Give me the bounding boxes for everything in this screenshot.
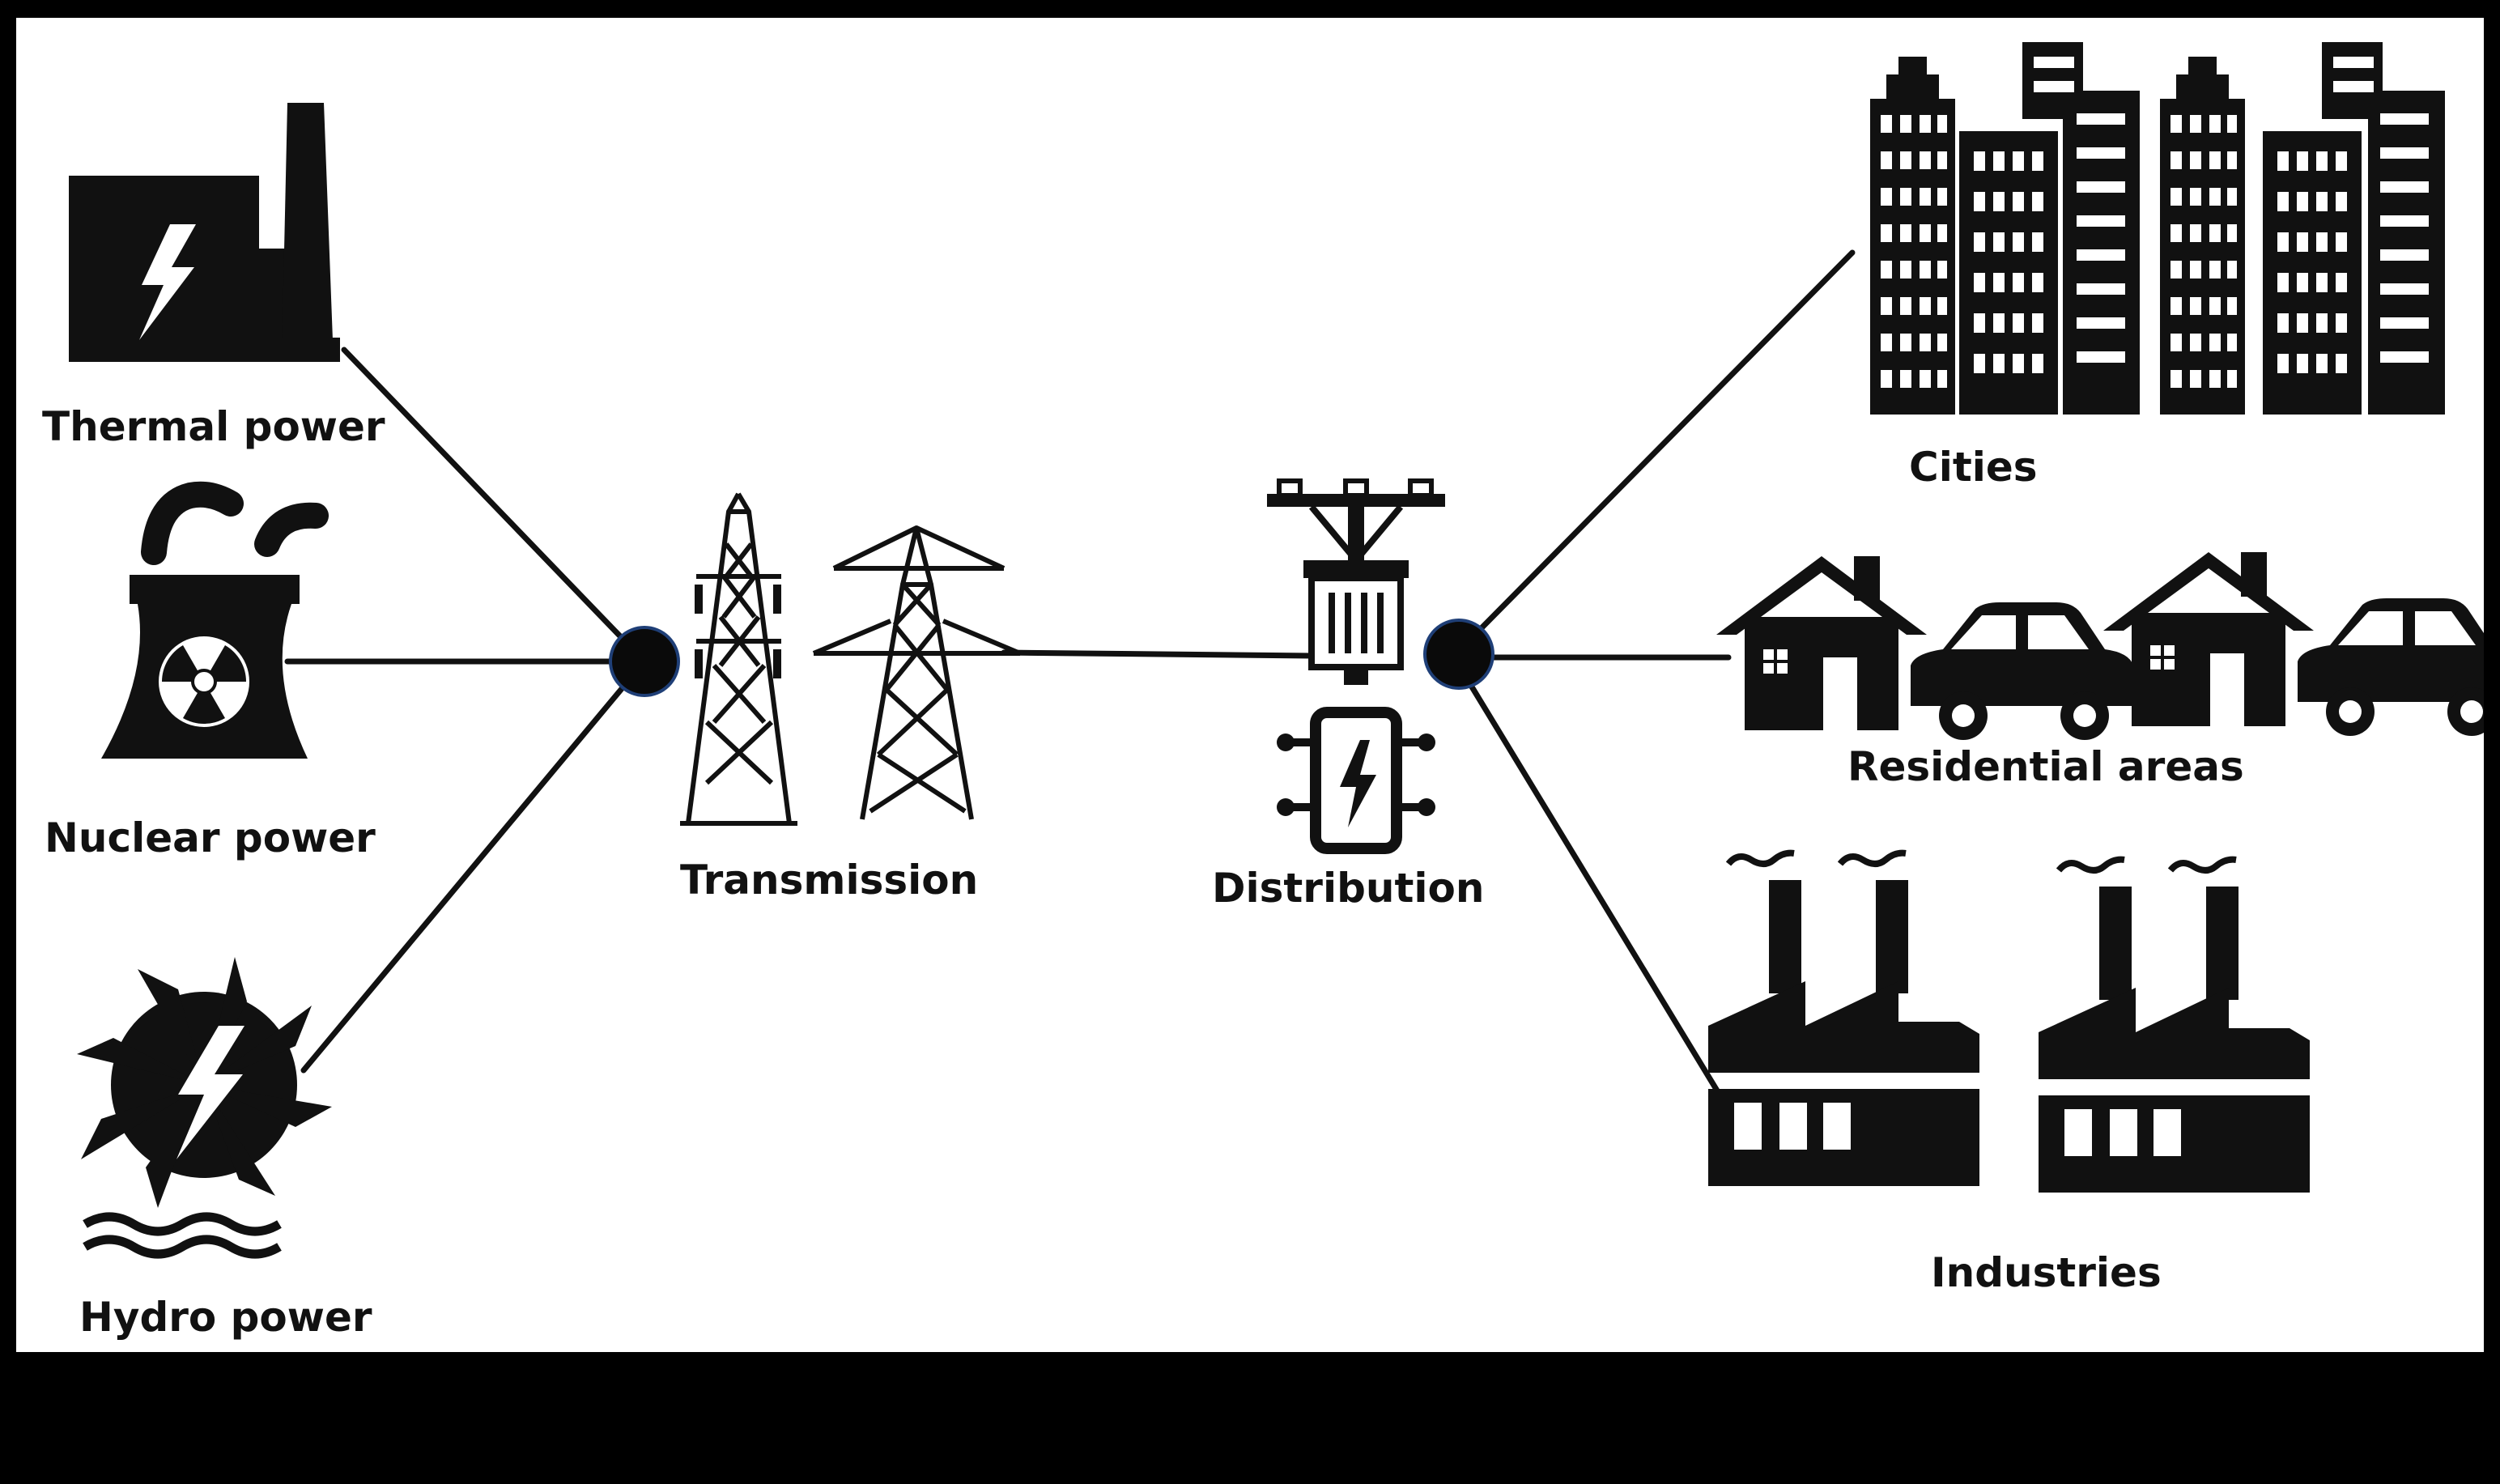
city-buildings-icon <box>1870 42 2445 415</box>
nuclear-power-label: Nuclear power <box>45 814 376 861</box>
transmission-to-distribution-line <box>1001 649 1315 659</box>
thermal-power-plant-icon <box>69 103 340 362</box>
distribution-transformer-icon <box>1267 478 1445 854</box>
nuclear-cooling-tower-icon <box>101 481 329 759</box>
diagram-canvas: Thermal power Nuclear power Hydro power … <box>16 18 2484 1352</box>
cities-label: Cities <box>1909 444 2038 491</box>
hub-to-industries-line <box>1456 662 1728 1106</box>
hub-to-cities-line <box>1456 249 1856 654</box>
factory-icon <box>1708 849 2310 1193</box>
thermal-power-label: Thermal power <box>42 403 385 450</box>
industries-label: Industries <box>1931 1249 2162 1296</box>
house-and-car-icon <box>1716 552 2484 740</box>
hydro-to-hub-line <box>300 658 648 1074</box>
source-hub-node <box>609 626 680 697</box>
distribution-hub-node <box>1423 619 1494 690</box>
hydro-power-label: Hydro power <box>79 1294 372 1341</box>
transmission-label: Transmission <box>680 857 979 904</box>
hydro-turbine-icon <box>77 957 332 1259</box>
thermal-to-hub-line <box>341 347 648 665</box>
power-grid-diagram <box>69 42 2484 1259</box>
residential-areas-label: Residential areas <box>1847 743 2244 790</box>
distribution-label: Distribution <box>1212 865 1485 912</box>
transmission-tower-icon <box>680 492 1022 826</box>
